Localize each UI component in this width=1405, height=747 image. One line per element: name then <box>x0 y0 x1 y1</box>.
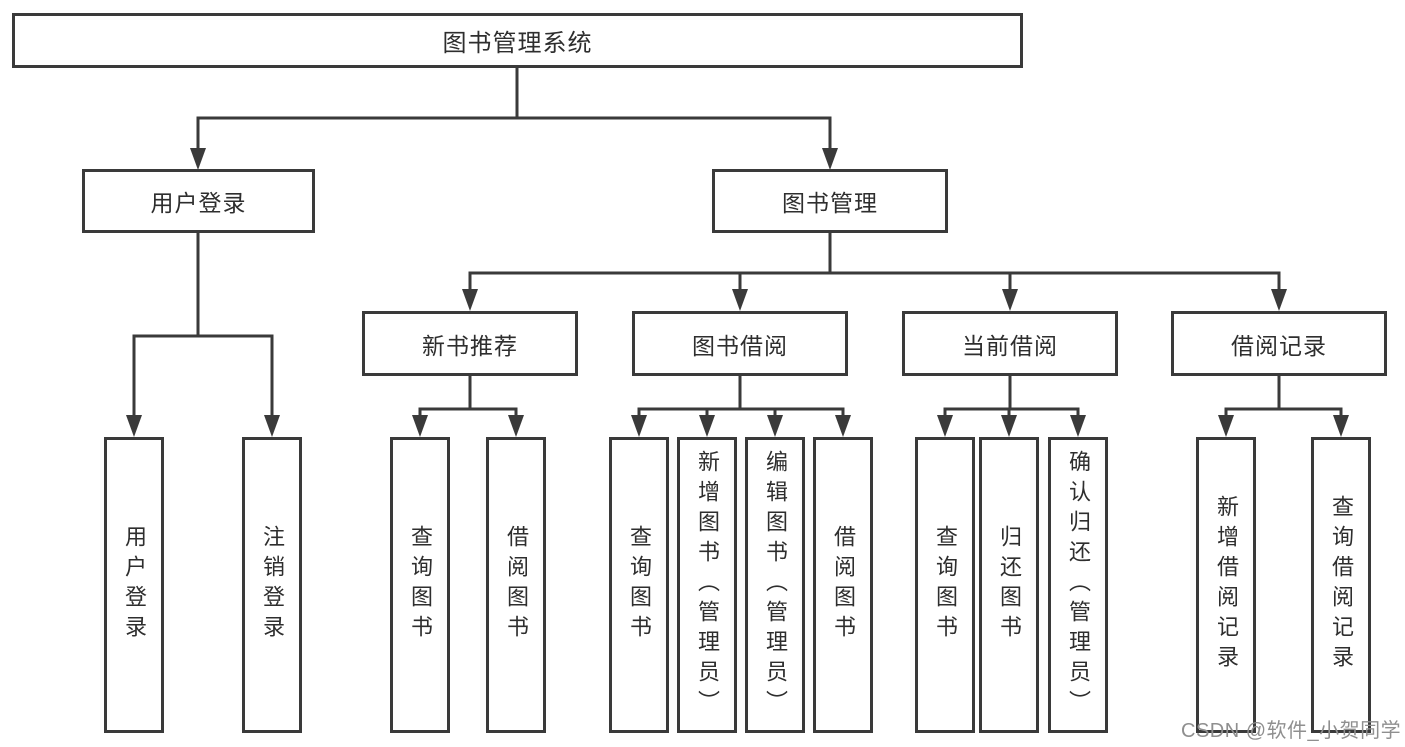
node-label: 查询借阅记录 <box>1329 495 1354 675</box>
arrow-down-icon <box>822 148 838 170</box>
node-label: 查询图书 <box>408 525 433 645</box>
arrow-down-icon <box>126 415 142 437</box>
arrow-down-icon <box>1070 415 1086 437</box>
leaf-user-login: 用户登录 <box>104 437 164 733</box>
leaf-query-books-borrow: 查询图书 <box>609 437 669 733</box>
arrow-down-icon <box>1002 289 1018 311</box>
node-label: 编辑图书（管理员） <box>763 450 788 720</box>
arrow-down-icon <box>190 148 206 170</box>
arrow-down-icon <box>631 415 647 437</box>
connector-path <box>132 232 274 416</box>
leaf-query-books-recommend: 查询图书 <box>390 437 450 733</box>
node-label: 当前借阅 <box>962 332 1058 359</box>
arrow-down-icon <box>264 415 280 437</box>
node-root: 图书管理系统 <box>12 13 1023 68</box>
node-label: 借阅记录 <box>1231 332 1327 359</box>
node-label: 借阅图书 <box>831 525 856 645</box>
node-label: 图书管理系统 <box>442 30 593 57</box>
connector-path <box>196 66 832 149</box>
arrow-down-icon <box>835 415 851 437</box>
node-label: 借阅图书 <box>504 525 529 645</box>
arrow-down-icon <box>1271 289 1287 311</box>
connector-path <box>1224 375 1343 417</box>
node-label: 查询图书 <box>933 525 958 645</box>
leaf-query-books-current: 查询图书 <box>915 437 975 733</box>
node-new-book-recommend: 新书推荐 <box>362 311 578 376</box>
arrow-down-icon <box>508 415 524 437</box>
connector-path <box>637 375 845 417</box>
connector-path <box>943 375 1080 417</box>
arrow-down-icon <box>699 415 715 437</box>
leaf-edit-book-admin: 编辑图书（管理员） <box>745 437 805 733</box>
node-label: 图书借阅 <box>692 332 788 359</box>
leaf-confirm-return-admin: 确认归还（管理员） <box>1048 437 1108 733</box>
node-label: 新书推荐 <box>422 332 518 359</box>
node-label: 新增图书（管理员） <box>695 450 720 720</box>
arrow-down-icon <box>462 289 478 311</box>
arrow-down-icon <box>1001 415 1017 437</box>
node-label: 查询图书 <box>627 525 652 645</box>
leaf-borrow-books: 借阅图书 <box>813 437 873 733</box>
node-current-borrowing: 当前借阅 <box>902 311 1118 376</box>
node-book-borrowing: 图书借阅 <box>632 311 848 376</box>
node-book-management: 图书管理 <box>712 169 948 233</box>
arrow-down-icon <box>1218 415 1234 437</box>
node-user-login: 用户登录 <box>82 169 315 233</box>
node-borrowing-records: 借阅记录 <box>1171 311 1387 376</box>
csdn-watermark: CSDN @软件_小贺同学 <box>1181 720 1402 742</box>
leaf-add-book-admin: 新增图书（管理员） <box>677 437 737 733</box>
arrow-down-icon <box>1333 415 1349 437</box>
arrow-down-icon <box>412 415 428 437</box>
connector-path <box>418 375 518 417</box>
leaf-logout: 注销登录 <box>242 437 302 733</box>
node-label: 用户登录 <box>150 190 247 216</box>
arrow-down-icon <box>767 415 783 437</box>
leaf-query-borrow-record: 查询借阅记录 <box>1311 437 1371 733</box>
leaf-add-borrow-record: 新增借阅记录 <box>1196 437 1256 733</box>
arrow-down-icon <box>937 415 953 437</box>
arrow-down-icon <box>732 289 748 311</box>
node-label: 新增借阅记录 <box>1214 495 1239 675</box>
connector-path <box>468 232 1281 290</box>
node-label: 图书管理 <box>782 190 878 216</box>
leaf-borrow-books-recommend: 借阅图书 <box>486 437 546 733</box>
node-label: 注销登录 <box>260 525 285 645</box>
node-label: 归还图书 <box>997 525 1022 645</box>
leaf-return-books: 归还图书 <box>979 437 1039 733</box>
node-label: 确认归还（管理员） <box>1066 450 1091 720</box>
node-label: 用户登录 <box>122 525 147 645</box>
